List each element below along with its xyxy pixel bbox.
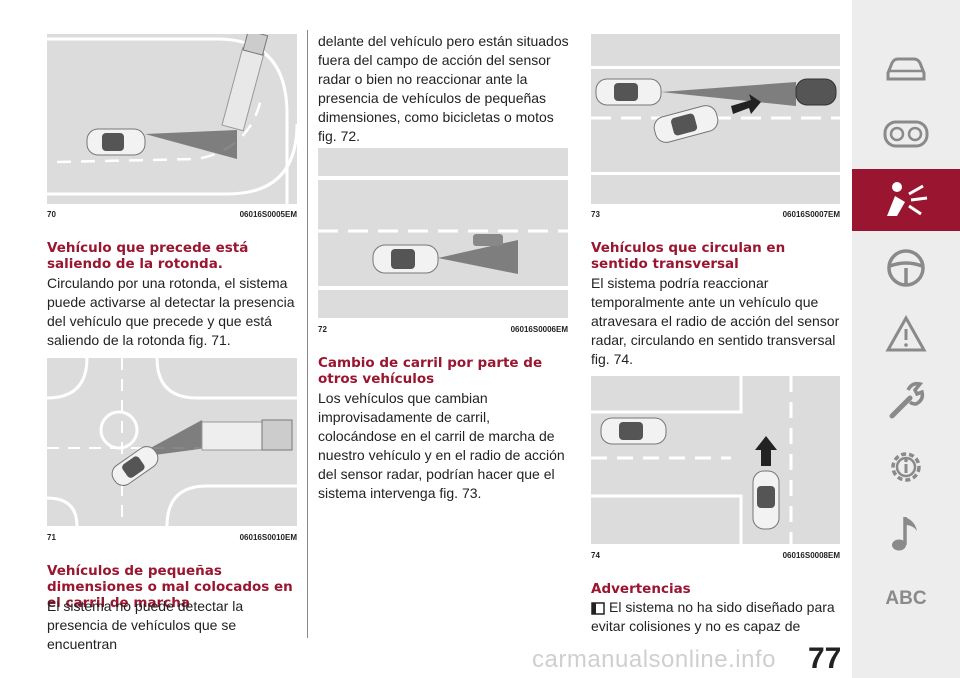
figure-number: 71 [47,533,56,542]
figure-74-image [591,376,840,544]
figure-74-caption: 74 06016S0008EM [591,551,840,561]
figure-number: 72 [318,325,327,334]
music-note-icon [892,517,917,551]
nav-item-emergency[interactable] [852,303,960,365]
figure-71-caption: 71 06016S0010EM [47,533,297,543]
warning-icon [885,315,927,352]
nav-item-multimedia[interactable] [852,502,960,564]
figure-72-caption: 72 06016S0006EM [318,325,568,335]
nav-item-maintenance[interactable] [852,369,960,431]
car-icon [886,57,926,81]
nav-item-dashboard[interactable] [852,103,960,165]
dashboard-icon [883,120,929,148]
paragraph-outside-radar: delante del vehículo pero están situados… [318,33,569,144]
figure-70-caption: 70 06016S0005EM [47,210,297,220]
settings-icon [891,452,921,482]
figure-code: 06016S0010EM [239,533,297,542]
figure-number: 70 [47,210,56,219]
warning-paragraph: El sistema no ha sido diseñado para evit… [591,598,843,636]
section-sidebar: ABC [852,0,960,678]
column-divider [307,30,308,638]
heading-warnings: Advertencias [591,581,691,597]
figure-number: 73 [591,210,600,219]
watermark: carmanualsonline.info [532,646,776,673]
paragraph-roundabout: Circulando por una rotonda, el sistema p… [47,275,295,348]
figure-73-image [591,34,840,204]
figure-72-image [318,148,568,318]
nav-item-driving[interactable] [852,237,960,299]
nav-item-vehicle[interactable] [852,38,960,100]
paragraph-crossing-vehicles: El sistema podría reaccionar temporalmen… [591,275,840,367]
figure-code: 06016S0007EM [782,210,840,219]
figure-73-caption: 73 06016S0007EM [591,210,840,220]
wrench-icon [889,381,925,419]
page-number: 77 [808,642,842,675]
steering-wheel-icon [887,249,925,287]
abc-index-label: ABC [885,588,927,609]
figure-71-image [47,358,297,526]
nav-item-index[interactable]: ABC [852,568,960,630]
warning-bookmark-icon [591,602,605,615]
paragraph-small-vehicles: El sistema no puede detectar la presenci… [47,598,244,652]
heading-lane-change: Cambio de carril por parte de otros vehí… [318,355,543,387]
paragraph-warning: El sistema no ha sido diseñado para evit… [591,599,835,634]
heading-vehicle-leaving-roundabout: Vehículo que precede está saliendo de la… [47,240,249,272]
figure-code: 06016S0006EM [510,325,568,334]
figure-70-image [47,34,297,204]
safety-icon [887,182,928,216]
figure-code: 06016S0008EM [782,551,840,560]
figure-number: 74 [591,551,600,560]
nav-item-technical-data[interactable] [852,436,960,498]
nav-item-safety[interactable] [852,169,960,231]
heading-crossing-vehicles: Vehículos que circulan en sentido transv… [591,240,786,272]
figure-code: 06016S0005EM [239,210,297,219]
heading-small-vehicles: Vehículos de pequeñas dimensiones o mal … [47,563,293,611]
paragraph-lane-change: Los vehículos que cambian improvisadamen… [318,390,565,501]
